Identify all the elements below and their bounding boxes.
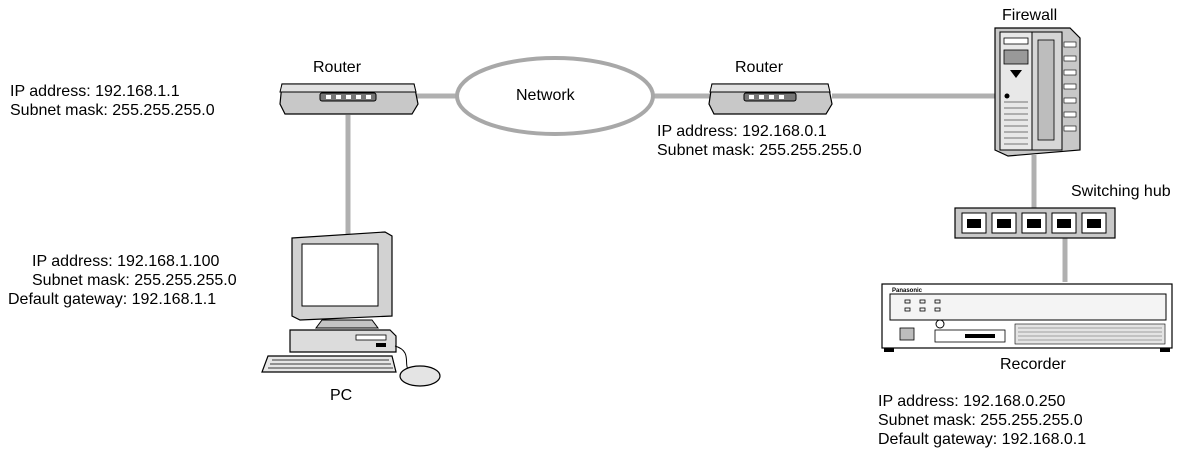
recorder-brand: Panasonic <box>892 288 923 294</box>
recorder-subnet: Subnet mask: 255.255.255.0 <box>878 412 1083 429</box>
firewall-device <box>994 27 1081 157</box>
router-left-subnet: Subnet mask: 255.255.255.0 <box>10 102 215 119</box>
pc-gateway: Default gateway: 192.168.1.1 <box>8 291 217 308</box>
recorder-gateway: Default gateway: 192.168.0.1 <box>878 431 1087 448</box>
pc-subnet: Subnet mask: 255.255.255.0 <box>32 272 237 289</box>
router-right-device <box>708 83 833 115</box>
network-cloud <box>455 56 655 136</box>
router-left-device <box>279 83 419 115</box>
pc-info: IP address: 192.168.1.100 Subnet mask: 2… <box>8 252 237 309</box>
router-right-subnet: Subnet mask: 255.255.255.0 <box>657 142 862 159</box>
pc-device <box>261 231 441 387</box>
switching-hub-title: Switching hub <box>1071 183 1171 200</box>
router-left-title: Router <box>313 59 362 76</box>
network-label: Network <box>516 87 575 104</box>
router-right-info: IP address: 192.168.0.1 Subnet mask: 255… <box>657 122 862 160</box>
recorder-ip: IP address: 192.168.0.250 <box>878 393 1066 410</box>
recorder-title: Recorder <box>1000 356 1066 373</box>
pc-ip: IP address: 192.168.1.100 <box>32 253 220 270</box>
router-right-ip: IP address: 192.168.0.1 <box>657 123 827 140</box>
recorder-info: IP address: 192.168.0.250 Subnet mask: 2… <box>878 392 1086 449</box>
pc-title: PC <box>330 387 353 404</box>
switching-hub-device <box>954 207 1116 239</box>
recorder-device: Panasonic <box>881 283 1173 352</box>
router-left-ip: IP address: 192.168.1.1 <box>10 83 180 100</box>
router-right-title: Router <box>735 59 784 76</box>
cables <box>345 93 1068 282</box>
firewall-title: Firewall <box>1002 7 1058 24</box>
router-left-info: IP address: 192.168.1.1 Subnet mask: 255… <box>10 82 215 120</box>
